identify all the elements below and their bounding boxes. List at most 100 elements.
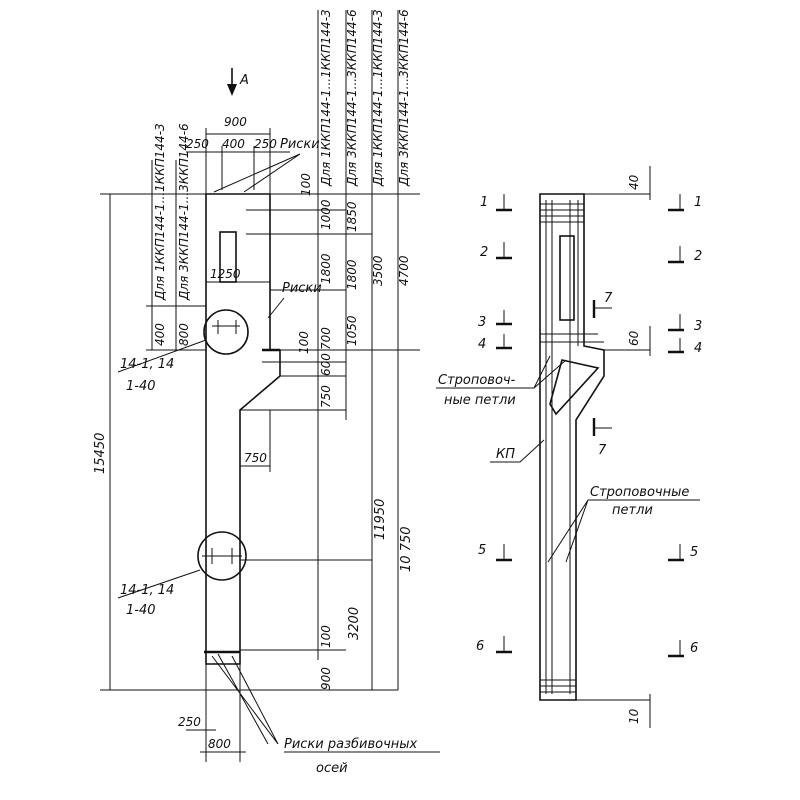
loops-leader-2 (547, 499, 700, 563)
callout-marks-top (212, 320, 240, 334)
right-h2: Для 3ККП144-1...3ККП144-6 (345, 9, 359, 187)
cut-left-3: 3 (478, 315, 486, 330)
section-lines-3-4 (540, 333, 604, 343)
console-rebar (549, 359, 600, 416)
dim-750: 750 (244, 451, 267, 465)
riski-top-label: Риски (280, 137, 320, 152)
rebar-top-stirrups (540, 203, 584, 223)
dim-top-right: 250 (254, 137, 277, 151)
kp-leader (490, 439, 545, 463)
dim-900: 900 (224, 115, 247, 129)
bottom-note-2: осей (316, 761, 348, 776)
cut-7-arrows (594, 307, 612, 429)
cut-right-6: 6 (690, 641, 698, 656)
callout-circle-top (203, 309, 249, 355)
loops-label-2a: Строповочные (590, 485, 689, 500)
c1-1: 1000 (319, 199, 333, 230)
left-col1-label: Для 1ККП144-1...1ККП144-3 (153, 123, 167, 301)
kp-label: КП (496, 447, 515, 462)
right-h4: Для 3ККП144-1...3ККП144-6 (397, 9, 411, 187)
dim-line-bottom (186, 690, 246, 762)
cut-marks-left (496, 208, 512, 654)
loops-label-2b: петли (612, 503, 653, 518)
cut-7-bottom: 7 (598, 443, 607, 458)
loops-label-1a: Строповоч- (438, 373, 516, 388)
callout-circle-bottom (197, 531, 247, 581)
dim-1250: 1250 (210, 267, 241, 281)
rebar-bottom-stirrups (540, 679, 576, 693)
cut-left-4: 4 (478, 337, 486, 352)
dim-line-750 (240, 410, 271, 472)
column-base (205, 664, 241, 691)
right-ext-lines (240, 193, 420, 691)
callout-top-a: 14-1, 14 (120, 357, 174, 372)
cut-marks-right (668, 208, 684, 658)
dim-line-900 (205, 128, 271, 196)
c1-2: 1800 (319, 253, 333, 284)
dim-top-mid: 400 (222, 137, 245, 151)
cut-right-5: 5 (690, 545, 698, 560)
c2-3: 600 (319, 353, 333, 376)
right-col-lines (317, 10, 399, 690)
dim-top-left: 250 (186, 137, 209, 151)
dim-10: 10 (627, 708, 641, 724)
c-750: 750 (319, 385, 333, 408)
dim-line-250-400-250 (186, 146, 290, 190)
callout-bot-a: 14-1, 14 (120, 583, 174, 598)
c4-0: 4700 (397, 255, 411, 286)
bottom-note-leaders (211, 653, 279, 745)
cut-left-2: 2 (480, 245, 488, 260)
riski-top-leader (213, 153, 301, 193)
cut-right-4: 4 (694, 341, 702, 356)
cut-7-top: 7 (604, 291, 613, 306)
loops-label-1b: ные петли (444, 393, 516, 408)
cut-left-1: 1 (480, 195, 488, 210)
bottom-note-1: Риски разбивочных (284, 737, 418, 752)
dim-800-bottom: 800 (208, 737, 231, 751)
cut-left-5: 5 (478, 543, 486, 558)
c1-0: 100 (299, 173, 313, 196)
elevation-view: А 900 250 400 250 Риски 1250 Риски 14-1,… (93, 9, 440, 776)
dim-line-40 (584, 166, 651, 200)
dim-40: 40 (627, 174, 641, 190)
left-col2-label: Для 3ККП144-1...3ККП144-6 (177, 123, 191, 301)
left-col2-800: 800 (177, 323, 191, 346)
dim-line-60 (604, 326, 651, 356)
right-h1: Для 1ККП144-1...1ККП144-3 (319, 9, 333, 187)
left-col-lines (146, 160, 206, 351)
cut-right-2: 2 (694, 249, 702, 264)
c3-0: 3500 (371, 255, 385, 286)
dim-15450: 15450 (93, 433, 108, 474)
c2-1: 1800 (345, 259, 359, 290)
section-outline (539, 193, 605, 701)
dim-60: 60 (627, 330, 641, 346)
view-arrow-icon (227, 84, 237, 96)
callout-marks-bottom (202, 548, 242, 564)
column-outline (205, 193, 281, 665)
dim-line-15450 (100, 193, 206, 691)
section-view: 40 60 10 1 2 3 4 5 6 1 2 3 4 5 6 7 7 Стр… (436, 166, 702, 728)
c1-3: 700 (319, 327, 333, 350)
rebar-lines (545, 200, 579, 694)
callout-bot-leader (117, 569, 201, 599)
callout-top-b: 1-40 (126, 379, 156, 394)
c1-4: 100 (297, 331, 311, 354)
c2-2: 1050 (345, 315, 359, 346)
riski-mid-leader (267, 297, 285, 319)
cut-right-1: 1 (694, 195, 702, 210)
dim-line-10 (576, 694, 651, 728)
right-h3: Для 1ККП144-1...1ККП144-3 (371, 9, 385, 187)
loops-leader-1 (436, 355, 567, 389)
left-col1-400: 400 (153, 323, 167, 346)
dim-250-bottom: 250 (178, 715, 201, 729)
c-10750: 10 750 (399, 527, 414, 573)
callout-bot-b: 1-40 (126, 603, 156, 618)
c-11950: 11950 (373, 499, 388, 540)
c-100b: 100 (319, 625, 333, 648)
callout-top-leader (117, 339, 207, 373)
c-3200: 3200 (347, 607, 362, 640)
view-label: А (239, 73, 249, 88)
cut-left-6: 6 (476, 639, 484, 654)
c-900b: 900 (319, 667, 333, 690)
